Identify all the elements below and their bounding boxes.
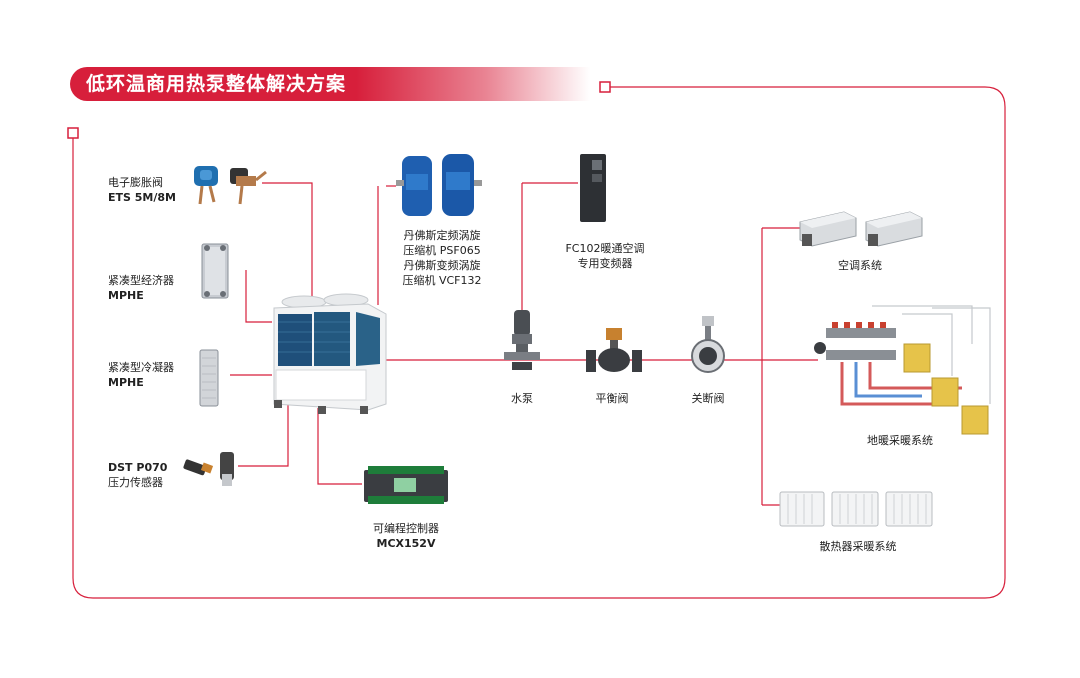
frame-corner-marker bbox=[67, 127, 79, 139]
compressor-label: 丹佛斯定频涡旋 压缩机 PSF065 丹佛斯变频涡旋 压缩机 VCF132 bbox=[392, 228, 492, 288]
balance-valve-label: 平衡阀 bbox=[595, 392, 629, 405]
inverter-line-2: 专用变频器 bbox=[577, 257, 633, 270]
controller-model: MCX152V bbox=[376, 537, 436, 550]
inverter-icon bbox=[580, 154, 606, 222]
controller-label: 可编程控制器 MCX152V bbox=[356, 521, 456, 551]
title-banner bbox=[70, 67, 590, 101]
expansion-valve-model: ETS 5M/8M bbox=[108, 191, 176, 204]
frame-corner-marker bbox=[599, 81, 611, 93]
condenser-label: 紧凑型冷凝器 MPHE bbox=[108, 360, 174, 390]
expansion-valve-name: 电子膨胀阀 bbox=[108, 176, 163, 189]
floor-heating-manifold-icon bbox=[814, 305, 991, 435]
butterfly-valve-icon bbox=[691, 316, 725, 373]
inverter-label: FC102暖通空调 专用变频器 bbox=[555, 241, 655, 271]
pressure-sensor-model: DST P070 bbox=[108, 461, 168, 474]
compressor-line-1: 丹佛斯定频涡旋 bbox=[403, 229, 481, 242]
floor-heating-label: 地暖采暖系统 bbox=[867, 434, 933, 447]
controller-icon bbox=[364, 466, 448, 504]
economizer-name: 紧凑型经济器 bbox=[108, 274, 174, 287]
pressure-sensor-label: DST P070 压力传感器 bbox=[108, 460, 167, 490]
expansion-valve-label: 电子膨胀阀 ETS 5M/8M bbox=[108, 175, 176, 205]
radiator-heating-label: 散热器采暖系统 bbox=[819, 540, 897, 553]
economizer-model: MPHE bbox=[108, 289, 144, 302]
compressor-line-2: 压缩机 PSF065 bbox=[403, 244, 481, 257]
ac-system-label: 空调系统 bbox=[838, 259, 882, 272]
heat-pump-unit-icon bbox=[273, 293, 387, 414]
economizer-label: 紧凑型经济器 MPHE bbox=[108, 273, 174, 303]
compressor-line-3: 丹佛斯变频涡旋 bbox=[403, 259, 481, 272]
inverter-line-1: FC102暖通空调 bbox=[565, 242, 645, 255]
plate-heat-exchanger-icon bbox=[201, 243, 229, 299]
water-pump-icon bbox=[504, 310, 540, 370]
page-title: 低环温商用热泵整体解决方案 bbox=[86, 73, 347, 95]
plate-heat-exchanger-icon bbox=[199, 349, 219, 407]
water-pump-label: 水泵 bbox=[511, 392, 533, 405]
balance-valve-icon bbox=[586, 328, 642, 372]
outer-frame bbox=[72, 86, 1006, 599]
controller-name: 可编程控制器 bbox=[373, 522, 439, 535]
fan-coil-icon bbox=[799, 211, 923, 247]
radiator-icon bbox=[779, 491, 933, 527]
expansion-valve-icon bbox=[194, 166, 267, 205]
pressure-sensor-name: 压力传感器 bbox=[108, 476, 163, 489]
scroll-compressor-icon bbox=[396, 154, 482, 216]
condenser-name: 紧凑型冷凝器 bbox=[108, 361, 174, 374]
shutoff-valve-label: 关断阀 bbox=[691, 392, 725, 405]
pressure-sensor-icon bbox=[183, 452, 234, 486]
condenser-model: MPHE bbox=[108, 376, 144, 389]
compressor-line-4: 压缩机 VCF132 bbox=[402, 274, 482, 287]
